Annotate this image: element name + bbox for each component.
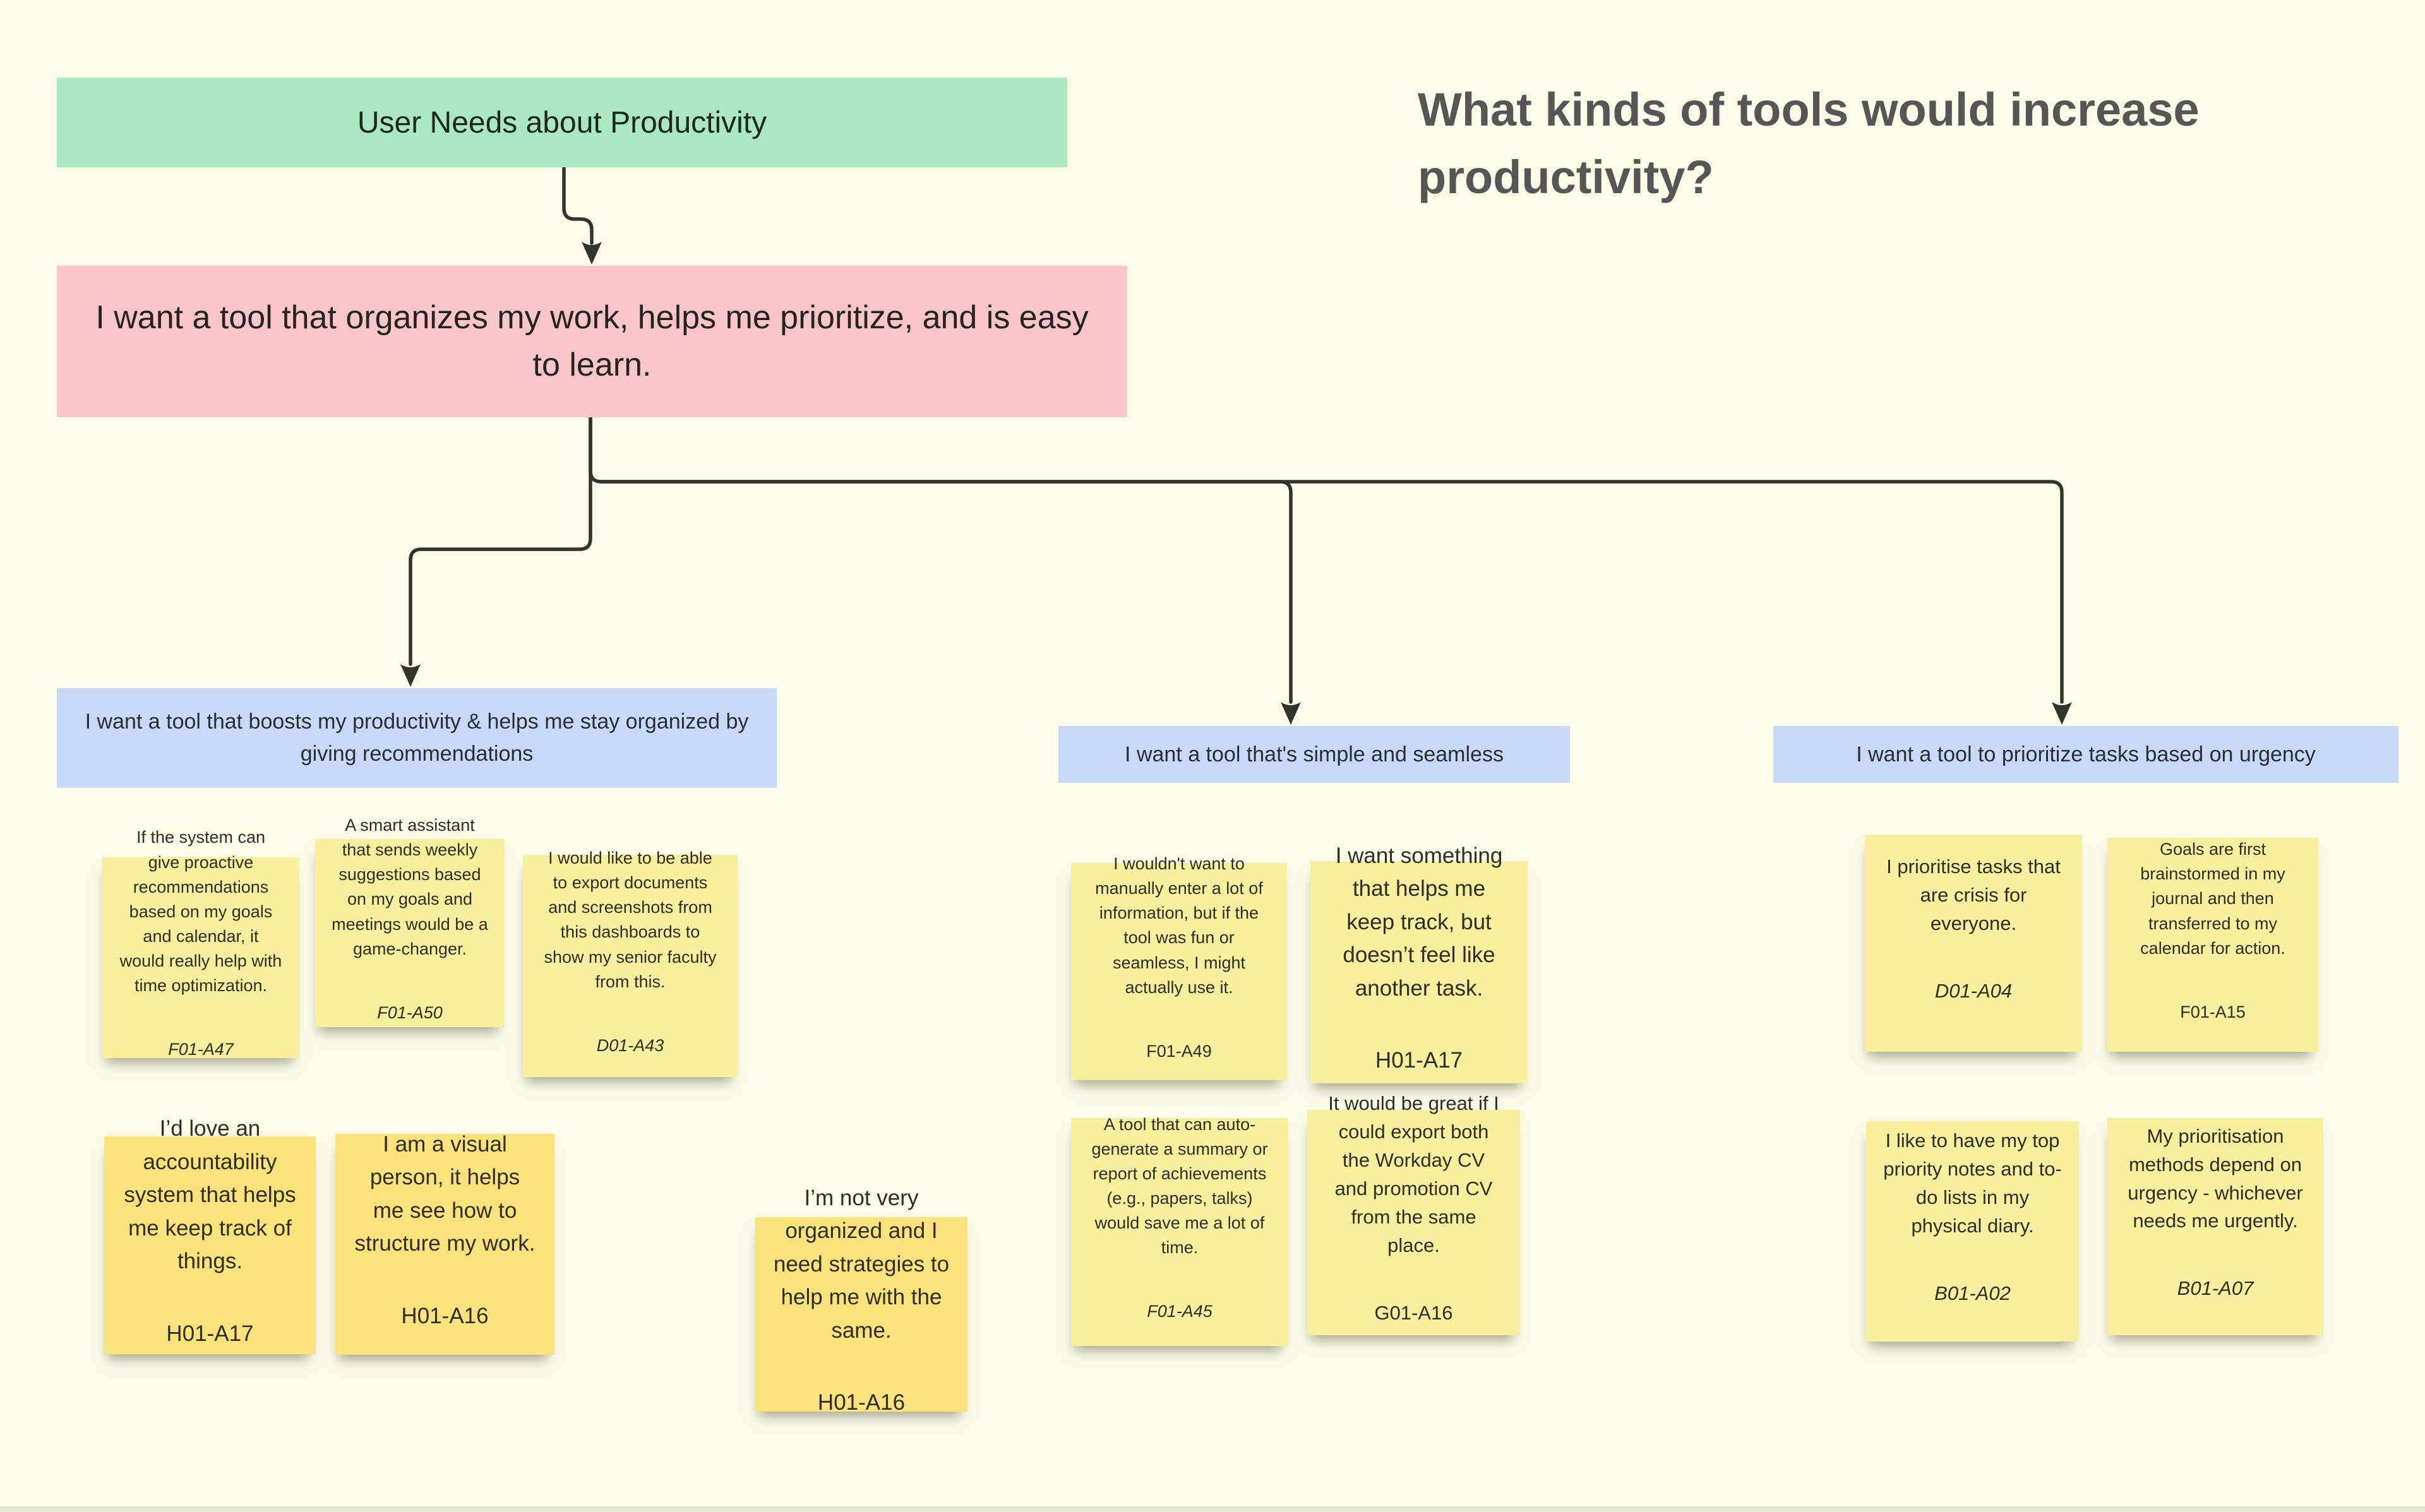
sticky-note-g2-h01-a17[interactable]: I want something that helps me keep trac… (1310, 843, 1528, 1083)
note-text: I wouldn't want to manually enter a lot … (1095, 854, 1263, 997)
sticky-note-g1-f01-a50[interactable]: A smart assistant that sends weekly sugg… (315, 816, 505, 1027)
sticky-note-g2-g01-a16[interactable]: It would be great if I could export both… (1307, 1092, 1520, 1335)
note-text: A tool that can auto-generate a summary … (1091, 1114, 1268, 1258)
sticky-note-g1-h01-a16[interactable]: I am a visual person, it helps me see ho… (335, 1132, 554, 1355)
sticky-note-g1-d01-a43[interactable]: I would like to be able to export docume… (523, 848, 738, 1077)
arrowhead-group3 (2052, 702, 2072, 725)
note-code: F01-A49 (1146, 1041, 1212, 1061)
arrowhead-group2 (1281, 702, 1301, 725)
note-text: Goals are first brainstormed in my journ… (2140, 840, 2285, 958)
note-code: F01-A50 (377, 1003, 443, 1022)
arrowhead-group1 (400, 664, 421, 687)
connector-theme-to-group1 (409, 415, 592, 666)
group-node-label: I want a tool to prioritize tasks based … (1856, 742, 2316, 766)
theme-node-label: I want a tool that organizes my work, he… (95, 299, 1089, 383)
note-code: D01-A43 (596, 1035, 664, 1055)
group-node-recommendations[interactable]: I want a tool that boosts my productivit… (57, 688, 777, 788)
note-text: My prioritisation methods depend on urge… (2128, 1124, 2303, 1232)
sticky-note-g3-f01-a15[interactable]: Goals are first brainstormed in my journ… (2107, 838, 2318, 1052)
note-code: B01-A02 (1934, 1282, 2011, 1304)
note-text: I want something that helps me keep trac… (1335, 843, 1503, 1001)
connector-theme-to-group3 (599, 480, 2064, 704)
group-node-simple-seamless[interactable]: I want a tool that's simple and seamless (1058, 726, 1570, 783)
connector-root-to-theme (562, 166, 594, 245)
arrowhead-theme (582, 242, 602, 265)
note-code: D01-A04 (1934, 979, 2013, 1002)
sticky-note-g1-f01-a47[interactable]: If the system can give proactive recomme… (102, 828, 299, 1059)
canvas-bottom-edge (0, 1506, 2425, 1512)
board-question[interactable]: What kinds of tools would increase produ… (1418, 83, 2200, 204)
note-code: F01-A15 (2180, 1002, 2246, 1021)
theme-node[interactable]: I want a tool that organizes my work, he… (57, 266, 1127, 417)
sticky-note-g2-f01-a49[interactable]: I wouldn't want to manually enter a lot … (1071, 854, 1287, 1080)
sticky-note-g1-h01-a17[interactable]: I’d love an accountability system that h… (104, 1116, 316, 1354)
note-text: I prioritise tasks that are crisis for e… (1886, 855, 2061, 934)
note-text: I like to have my top priority notes and… (1883, 1129, 2062, 1237)
sticky-note-g2-f01-a45[interactable]: A tool that can auto-generate a summary … (1071, 1115, 1288, 1346)
note-code: G01-A16 (1374, 1301, 1453, 1324)
root-node[interactable]: User Needs about Productivity (57, 78, 1067, 167)
note-text: I’d love an accountability system that h… (124, 1116, 296, 1273)
note-text: I am a visual person, it helps me see ho… (354, 1131, 536, 1256)
note-code: H01-A16 (401, 1303, 489, 1328)
note-code: H01-A17 (1375, 1048, 1463, 1073)
note-text: If the system can give proactive recomme… (119, 828, 282, 996)
note-code: H01-A17 (166, 1321, 254, 1346)
sticky-note-g3-b01-a07[interactable]: My prioritisation methods depend on urge… (2107, 1118, 2323, 1335)
note-text: I’m not very organized and I need strate… (773, 1185, 950, 1343)
note-code: F01-A45 (1147, 1302, 1212, 1321)
group-node-prioritize-urgency[interactable]: I want a tool to prioritize tasks based … (1773, 726, 2398, 783)
connector-theme-to-group2 (589, 415, 1293, 704)
note-text: I would like to be able to export docume… (544, 848, 717, 991)
note-text: It would be great if I could export both… (1328, 1092, 1499, 1256)
group-node-label: I want a tool that's simple and seamless (1125, 742, 1504, 766)
sticky-note-g3-b01-a02[interactable]: I like to have my top priority notes and… (1866, 1121, 2079, 1342)
group-node-label: I want a tool that boosts my productivit… (85, 710, 749, 766)
sticky-note-g1-h01-a16b[interactable]: I’m not very organized and I need strate… (755, 1186, 967, 1415)
note-code: B01-A07 (2177, 1277, 2254, 1300)
note-code: H01-A16 (817, 1390, 906, 1415)
note-code: F01-A47 (168, 1040, 234, 1059)
sticky-note-g3-d01-a04[interactable]: I prioritise tasks that are crisis for e… (1865, 835, 2082, 1052)
root-node-label: User Needs about Productivity (357, 105, 767, 140)
note-text: A smart assistant that sends weekly sugg… (332, 816, 488, 958)
